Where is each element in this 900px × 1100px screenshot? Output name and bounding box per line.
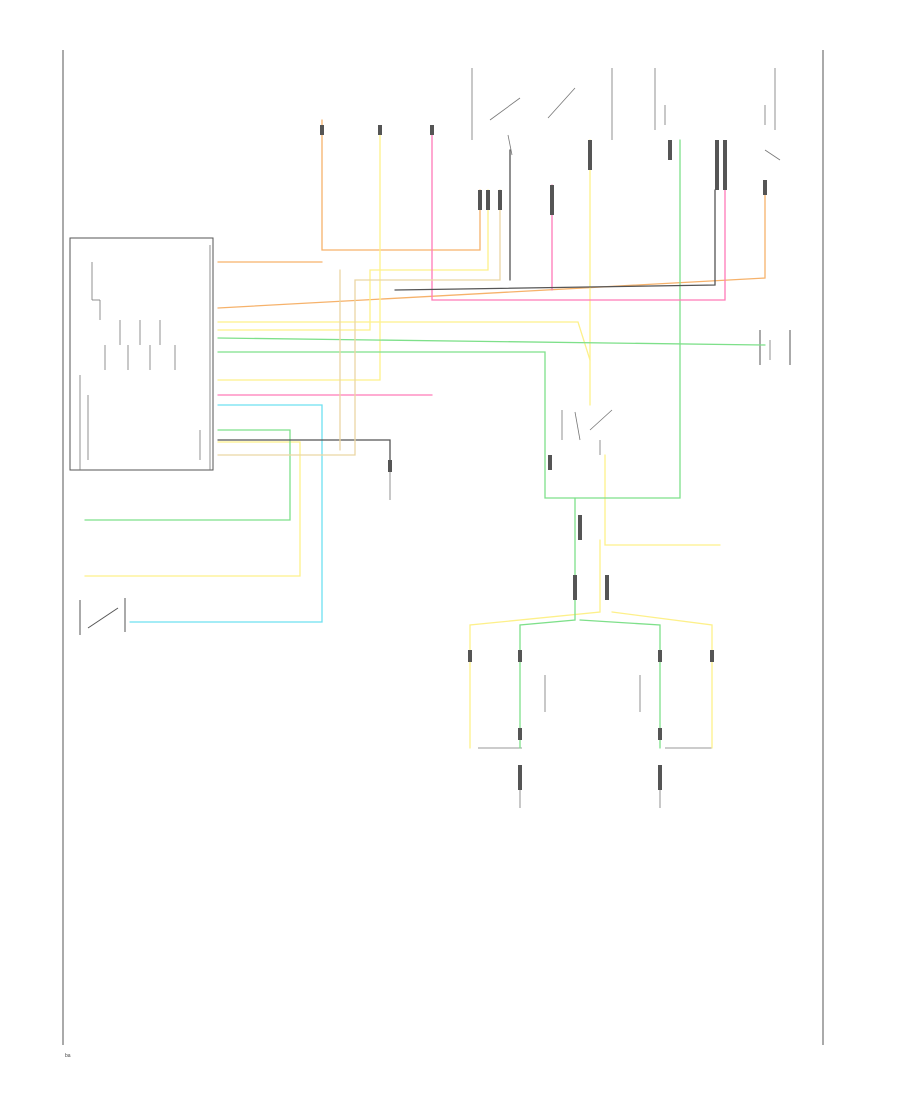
connectors (320, 125, 767, 790)
wire-yellow (84, 129, 721, 749)
control-module (69, 237, 214, 471)
brake-switch (561, 409, 613, 455)
wire-orange (217, 119, 766, 309)
wire-gray (217, 149, 716, 471)
stop-lamp (759, 330, 791, 365)
abs-left (469, 675, 546, 749)
grounds (389, 472, 661, 808)
ignition-switch (471, 68, 613, 156)
wire-cyan (129, 404, 323, 623)
cruise-switch (79, 598, 126, 635)
wire-green (84, 139, 766, 749)
wire-tan (217, 189, 501, 456)
instrument-cluster (654, 68, 781, 161)
abs-right (639, 675, 713, 749)
page-number: ba (65, 1053, 71, 1059)
